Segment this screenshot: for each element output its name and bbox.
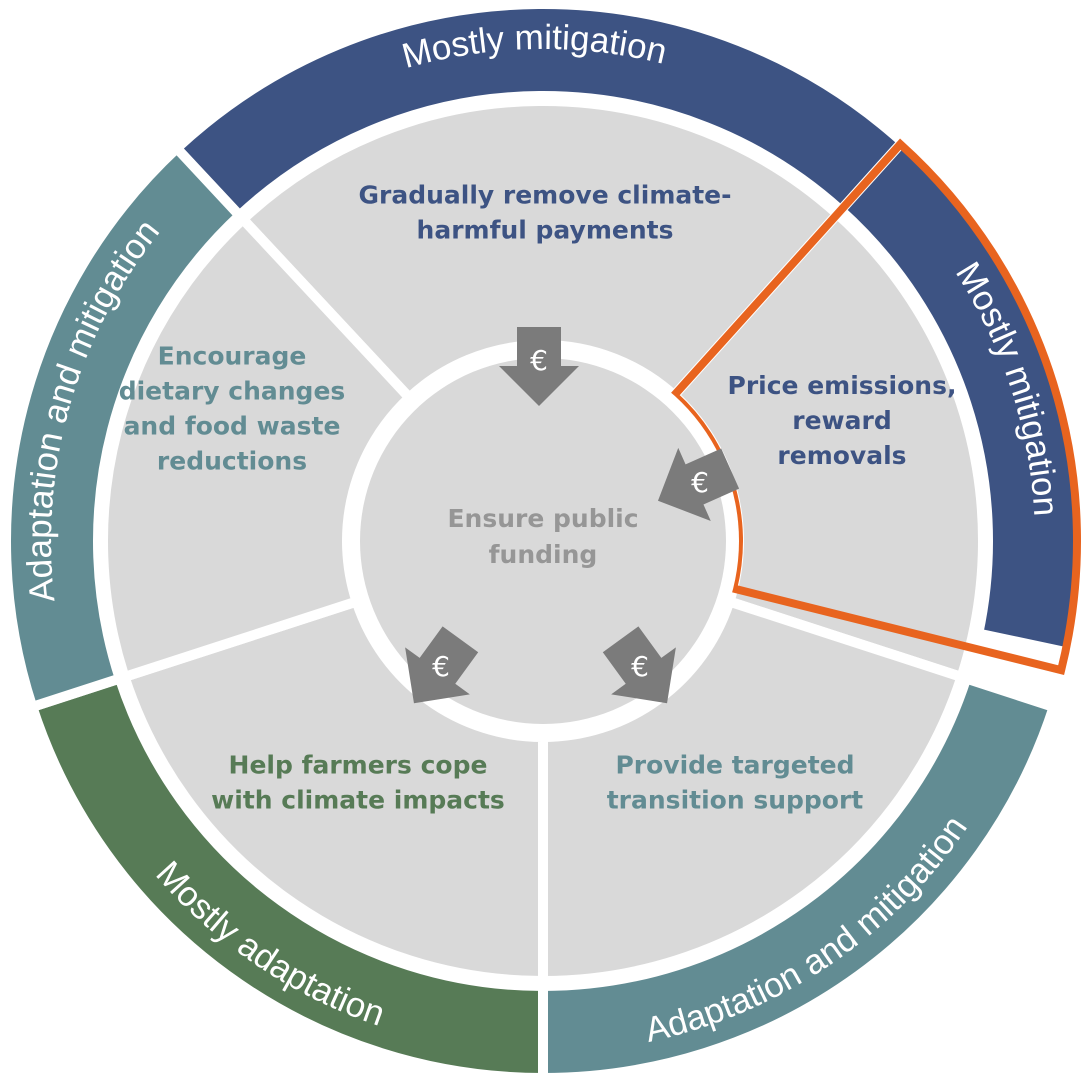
center-text: Ensure public funding bbox=[447, 504, 638, 569]
segment-texts: Gradually remove climate-harmful payment… bbox=[119, 181, 957, 815]
segment-text-top: Gradually remove climate-harmful payment… bbox=[358, 181, 731, 245]
segment-text-line: harmful payments bbox=[417, 216, 674, 245]
euro-icon: € bbox=[691, 466, 709, 499]
segment-text-line: transition support bbox=[607, 786, 864, 815]
segment-text-bottom-left: Help farmers cope with climate impacts bbox=[211, 751, 505, 815]
segment-text-line: and food waste bbox=[124, 412, 341, 441]
funding-arrow: € bbox=[657, 447, 740, 521]
segment-text-line: removals bbox=[777, 441, 906, 470]
segment-text-line: Help farmers cope bbox=[229, 751, 488, 780]
funding-arrows: € € € € bbox=[405, 327, 740, 704]
euro-icon: € bbox=[530, 344, 548, 377]
segment-text-line: Encourage bbox=[158, 342, 307, 371]
inner-segments bbox=[98, 96, 988, 987]
segment-text-line: reductions bbox=[157, 447, 307, 476]
down-arrow-icon bbox=[602, 626, 676, 704]
segment-text-line: Gradually remove climate- bbox=[358, 181, 731, 210]
down-arrow-icon bbox=[405, 626, 479, 704]
segment-text-line: with climate impacts bbox=[211, 786, 505, 815]
funding-arrow: € bbox=[499, 327, 579, 406]
funding-arrow: € bbox=[405, 626, 479, 704]
center-title-line: funding bbox=[489, 540, 598, 569]
funding-arrow: € bbox=[602, 626, 676, 704]
euro-icon: € bbox=[432, 650, 450, 683]
segment-text-line: dietary changes bbox=[119, 377, 346, 406]
segment-text-line: reward bbox=[792, 406, 891, 435]
down-arrow-icon bbox=[499, 327, 579, 406]
center-title-line: Ensure public bbox=[447, 504, 638, 533]
segment-text-line: Price emissions, bbox=[728, 371, 957, 400]
down-arrow-icon bbox=[657, 447, 740, 521]
center-title: Ensure public funding bbox=[447, 504, 638, 569]
segment-text-right: Price emissions, reward removals bbox=[728, 371, 957, 470]
euro-icon: € bbox=[631, 650, 649, 683]
segment-text-left: Encourage dietary changes and food waste re… bbox=[119, 342, 346, 476]
segment-text-bottom-right: Provide targeted transition support bbox=[607, 751, 864, 815]
segment-text-line: Provide targeted bbox=[615, 751, 854, 780]
